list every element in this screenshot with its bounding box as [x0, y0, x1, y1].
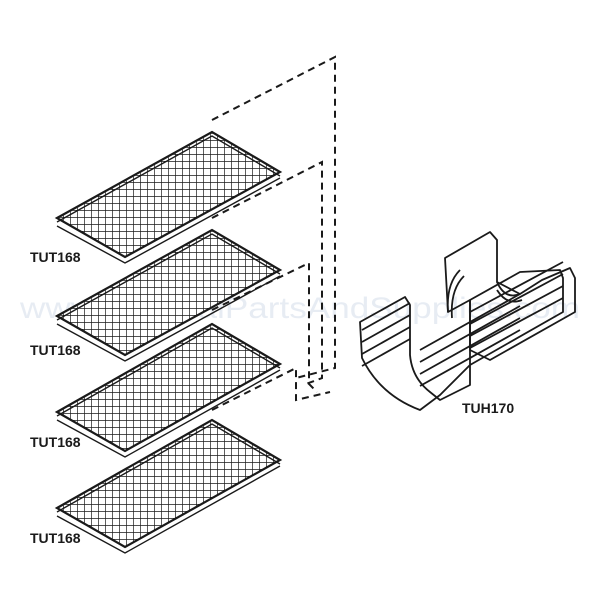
- tray-holder: [359, 231, 576, 411]
- guide-line-tray-2: [211, 160, 323, 385]
- tray-3-mesh: [54, 322, 283, 453]
- tray-2-mesh: [54, 228, 283, 357]
- tray-1-rim: [56, 135, 281, 264]
- tray-4-label: TUT168: [30, 530, 81, 546]
- tray-3-label: TUT168: [30, 434, 81, 450]
- tray-4-rim: [56, 423, 281, 554]
- holder-inner-curves: [446, 269, 523, 319]
- tray-1: [54, 130, 283, 264]
- tray-3-rim: [56, 327, 281, 458]
- tray-2: [54, 228, 283, 362]
- tray-4: [54, 418, 283, 554]
- tray-2-rim: [56, 233, 281, 362]
- guide-line-tray-4: [211, 366, 331, 411]
- holder-front-frame: [359, 269, 564, 411]
- tray-2-label: TUT168: [30, 342, 81, 358]
- guide-line-tray-1: [211, 55, 336, 379]
- holder-label: TUH170: [462, 400, 514, 416]
- tray-4-mesh: [54, 418, 283, 549]
- tray-1-label: TUT168: [30, 249, 81, 265]
- tray-3: [54, 322, 283, 458]
- holder-wire-rails: [361, 261, 564, 387]
- tray-1-mesh: [54, 130, 283, 259]
